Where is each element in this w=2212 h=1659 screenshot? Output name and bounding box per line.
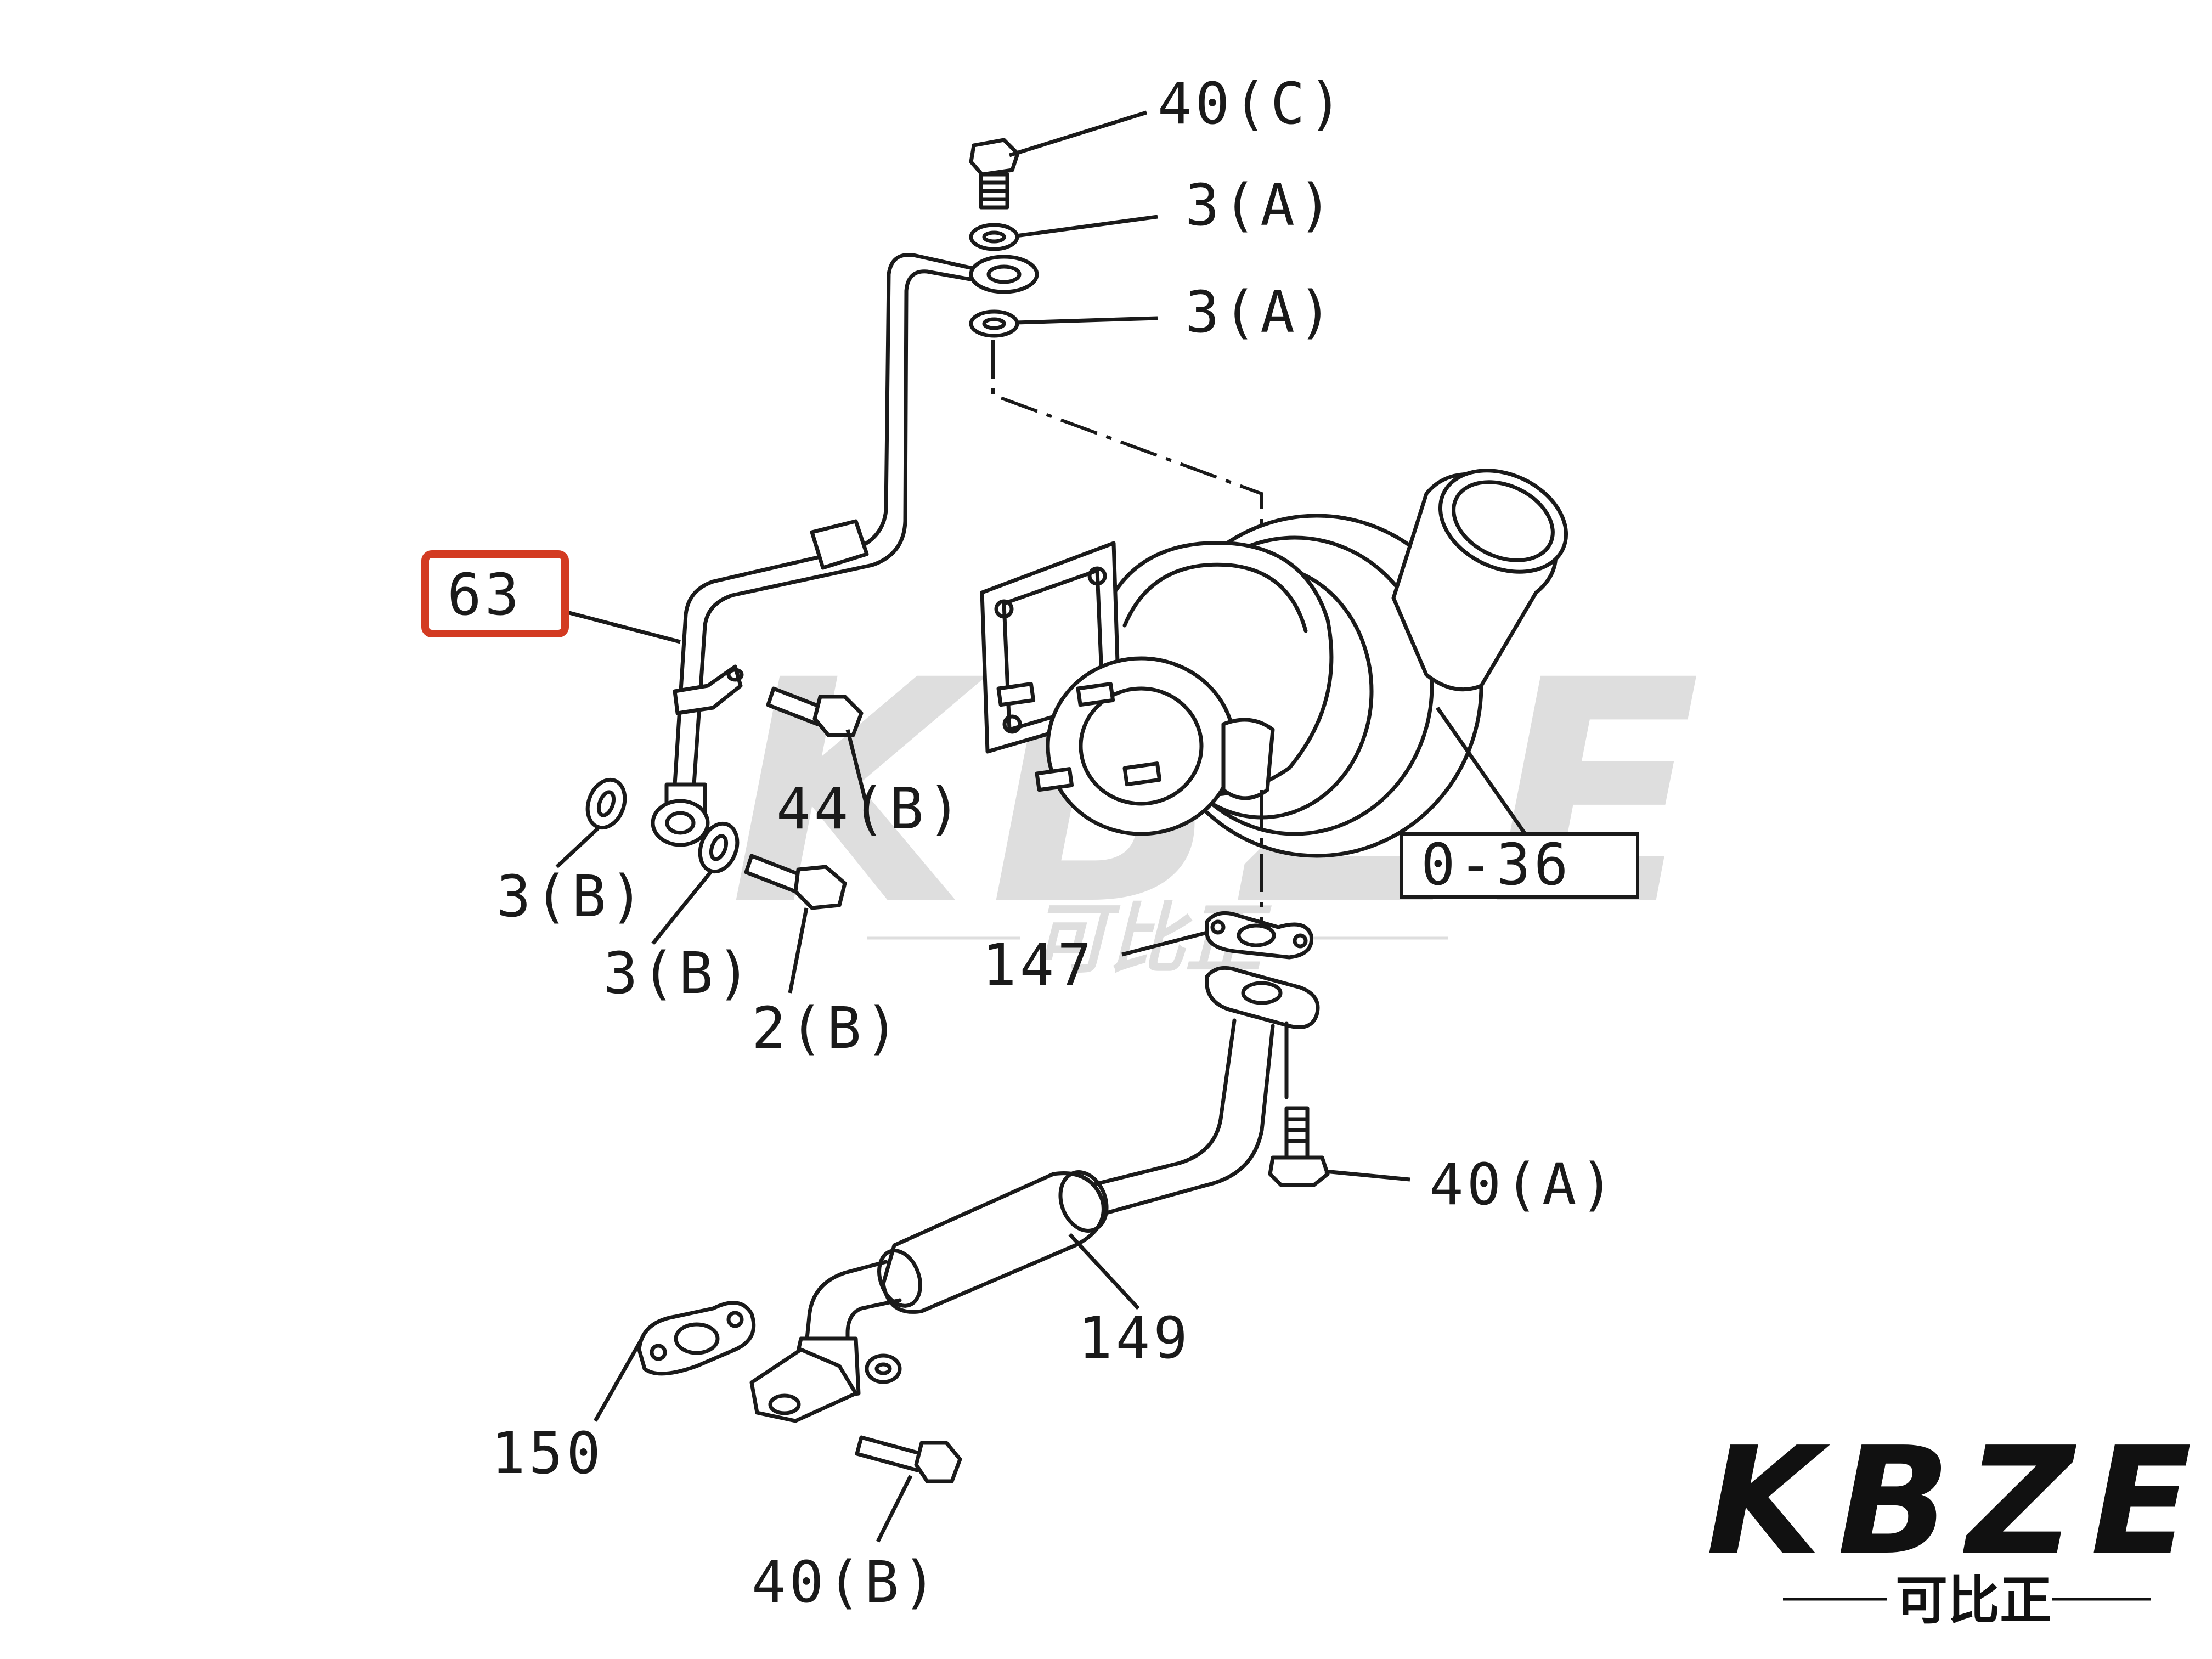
turbocharger: [980, 469, 1568, 858]
label-0-36: 0-36: [1421, 831, 1571, 898]
kbze-logo: KBZE 可比正: [1706, 1415, 2208, 1631]
oil-feed-pipe: [651, 252, 1039, 847]
logo-wordmark: KBZE: [1706, 1415, 2208, 1588]
label-149: 149: [1078, 1305, 1191, 1372]
label-40b: 40(B): [752, 1549, 940, 1616]
washer-3b-right: [698, 821, 740, 874]
label-150: 150: [491, 1420, 604, 1487]
label-63: 63: [447, 561, 522, 628]
label-0-36-box: [1400, 832, 1639, 899]
label-44b: 44(B): [776, 775, 964, 842]
label-3b-right: 3(B): [603, 940, 754, 1007]
bolt-40c: [969, 138, 1020, 210]
leader-lines: [555, 110, 1527, 1543]
label-3a-lower: 3(A): [1185, 279, 1335, 346]
label-147: 147: [982, 932, 1095, 998]
bolt-40a: [1268, 1106, 1330, 1187]
bolt-40b: [855, 1435, 962, 1483]
label-3b-left: 3(B): [496, 863, 647, 930]
washer-3a-upper: [969, 223, 1019, 251]
gasket-150: [637, 1301, 756, 1376]
bolt-44b: [766, 686, 864, 737]
label-3a-upper: 3(A): [1185, 172, 1335, 239]
label-63-highlight-box: [421, 550, 569, 637]
washer-3b-left: [585, 777, 627, 830]
oil-return-pipe: [749, 966, 1320, 1423]
label-2b: 2(B): [752, 995, 902, 1062]
washer-3a-lower: [969, 309, 1019, 338]
bolt-2b: [744, 854, 847, 910]
label-40a: 40(A): [1429, 1151, 1617, 1218]
gasket-147: [1205, 911, 1313, 960]
logo-tagline: 可比正: [1895, 1571, 2052, 1631]
label-40c: 40(C): [1158, 70, 1346, 137]
